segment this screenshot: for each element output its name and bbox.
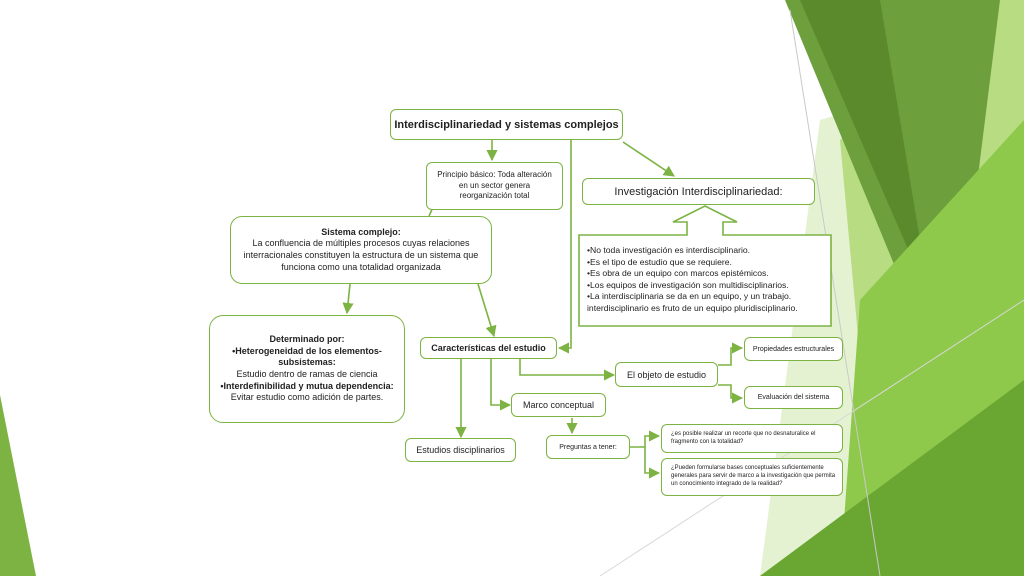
pregunta1-line: fragmento con la totalidad? — [671, 438, 744, 445]
caracteristicas-box: Características del estudio — [420, 337, 557, 359]
pregunta2-line: generales para servir de marco a la inve… — [671, 473, 836, 480]
pregunta2-line: ¿Pueden formularse bases conceptuales su… — [671, 465, 824, 472]
sistema-title: Sistema complejo: — [321, 226, 401, 237]
list-item: interdisciplinario es fruto de un equipo… — [587, 302, 798, 313]
title-box: Interdisciplinariedad y sistemas complej… — [390, 109, 623, 140]
objeto-box: El objeto de estudio — [615, 362, 718, 387]
list-item: •Los equipos de investigación son multid… — [587, 279, 789, 290]
determinado-line: Evitar estudio como adición de partes. — [230, 392, 384, 403]
arrow-objeto-evaluacion — [718, 384, 744, 404]
left-decor — [0, 395, 36, 576]
arrow-preguntas-pregunta2 — [644, 447, 661, 479]
determinado-line: •Interdefinibilidad y mutua dependencia: — [220, 380, 394, 391]
page-title: Interdisciplinariedad y sistemas complej… — [394, 118, 619, 131]
investigacion-title: Investigación Interdisciplinariedad: — [614, 185, 783, 198]
pregunta2-box: ¿Pueden formularse bases conceptuales su… — [661, 458, 843, 496]
arrow-sistema-caracteristicas — [477, 283, 497, 338]
pregunta2-line: un conocimiento integrado de la realidad… — [671, 480, 783, 487]
estudios-label: Estudios disciplinarios — [416, 445, 505, 455]
principio-line: en un sector genera — [458, 180, 531, 190]
determinado-box: Determinado por: •Heterogeneidad de los … — [209, 315, 405, 423]
evaluacion-label: Evaluación del sistema — [757, 394, 830, 401]
preguntas-label: Preguntas a tener: — [559, 443, 617, 451]
determinado-line: Estudio dentro de ramas de ciencia — [236, 369, 378, 379]
list-item: •Es el tipo de estudio que se requiere. — [587, 256, 732, 267]
pregunta1-box: ¿es posible realizar un recorte que no d… — [661, 424, 843, 453]
determinado-line: subsistemas: — [278, 357, 336, 368]
arrow-caracteristicas-objeto — [519, 358, 616, 381]
right-decor-mid — [800, 0, 930, 300]
arrow-caracteristicas-marco — [490, 358, 512, 411]
list-item: •Es obra de un equipo con marcos epistém… — [587, 268, 769, 279]
pregunta1-line: ¿es posible realizar un recorte que no d… — [671, 430, 816, 437]
list-item: •La interdisciplinaria se da en un equip… — [587, 291, 792, 302]
right-decor-line — [789, 9, 881, 576]
marco-label: Marco conceptual — [522, 400, 595, 410]
sistema-line: funciona como una totalidad organizada — [281, 261, 441, 272]
investigacion-box: Investigación Interdisciplinariedad: — [582, 178, 815, 205]
marco-box: Marco conceptual — [511, 393, 606, 417]
arrow-title-investigacion — [622, 141, 675, 177]
sistema-line: interracionales constituyen la estructur… — [243, 250, 479, 260]
propiedades-label: Propiedades estructurales — [752, 345, 835, 353]
caracteristicas-label: Características del estudio — [431, 343, 546, 353]
arrow-preguntas-pregunta1 — [630, 430, 661, 448]
determinado-line: •Heterogeneidad de los elementos- — [232, 345, 382, 356]
propiedades-box: Propiedades estructurales — [744, 337, 843, 361]
sistema-line: La confluencia de múltiples procesos cuy… — [252, 238, 470, 249]
investigacion-list: •No toda investigación es interdisciplin… — [587, 245, 827, 315]
arrow-title-caracteristicas — [557, 140, 572, 354]
arrow-objeto-propiedades — [718, 342, 744, 366]
preguntas-box: Preguntas a tener: — [546, 435, 630, 459]
principio-box: Principio básico: Toda alteración en un … — [426, 162, 563, 210]
arrow-sistema-determinado — [342, 283, 354, 315]
estudios-box: Estudios disciplinarios — [405, 438, 516, 462]
principio-line: reorganización total — [459, 191, 530, 201]
evaluacion-box: Evaluación del sistema — [744, 386, 843, 409]
sistema-box: Sistema complejo: La confluencia de múlt… — [230, 216, 492, 284]
objeto-label: El objeto de estudio — [626, 369, 707, 380]
determinado-title: Determinado por: — [269, 333, 345, 344]
right-decor-bottom — [760, 380, 1024, 576]
list-item: •No toda investigación es interdisciplin… — [587, 245, 751, 255]
principio-line: Principio básico: Toda alteración — [437, 170, 552, 180]
